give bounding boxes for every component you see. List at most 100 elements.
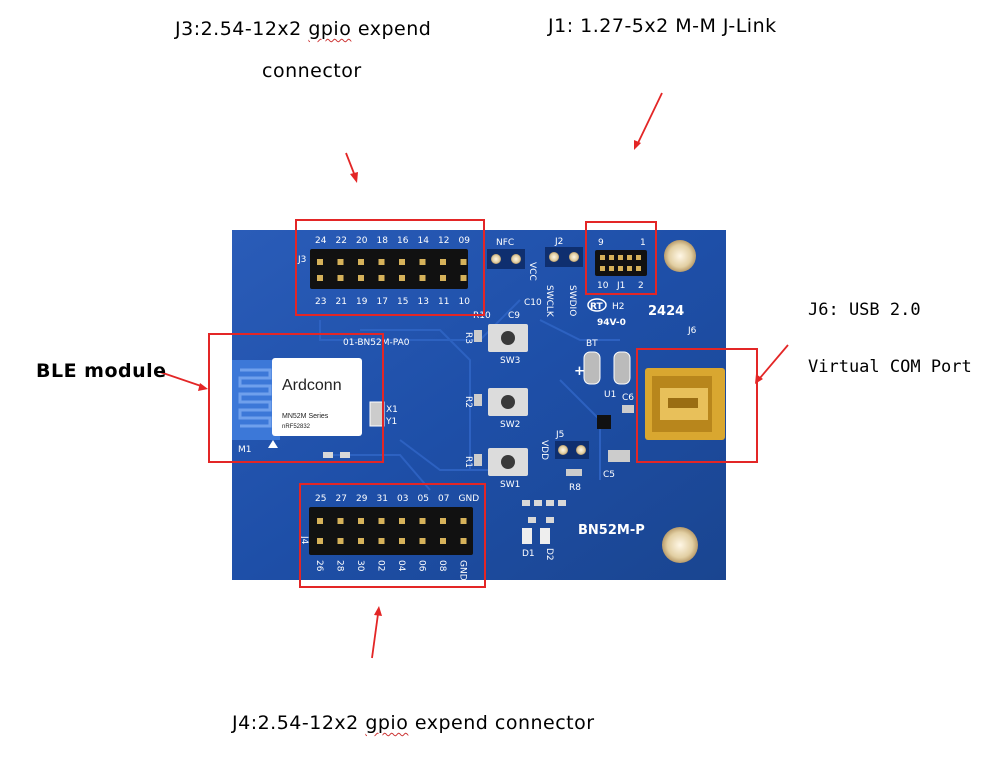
j4-top-pin-label: 25 [315, 494, 326, 504]
j1-pin [600, 255, 605, 260]
j6-callout-line1: J6: USB 2.0 [808, 300, 921, 320]
j3-callout-suffix: expend [351, 18, 432, 40]
j3-top-pin-label: 18 [377, 236, 389, 246]
manufacturer-marks: RT H2 94V-0 2424 J6 [587, 298, 697, 336]
j4-pin [460, 538, 467, 544]
j4-bottom-pin-label: 30 [355, 560, 365, 572]
j4-pin [399, 538, 405, 544]
highlight-boxes [208, 219, 758, 588]
j4-top-pin-label: 27 [336, 494, 347, 504]
j4-pin [460, 518, 467, 524]
j3-pin [358, 259, 364, 265]
j3-bottom-pin-label: 17 [377, 297, 388, 307]
j4-top-pin-label: 07 [438, 494, 449, 504]
svg-text:VDD: VDD [539, 440, 549, 460]
j1-jlink-connector: 9 1 10 J1 2 [595, 238, 647, 291]
sw3-resistor-label: R3 [463, 332, 473, 344]
sw1-label: SW1 [500, 480, 520, 490]
j3-pin [440, 259, 446, 265]
j1-arrow [634, 92, 663, 150]
sw3-label: SW3 [500, 356, 520, 366]
nfc-label: NFC [496, 238, 514, 248]
mounting-hole-top [664, 240, 696, 272]
j3-top-pin-label: 20 [356, 236, 368, 246]
v0-label: 94V-0 [597, 318, 626, 328]
j4-bottom-pin-label: 08 [437, 560, 447, 572]
j3-top-pin-label: 22 [336, 236, 347, 246]
j4-pin [337, 538, 344, 544]
j3-bottom-pin-label: 23 [315, 297, 326, 307]
j4-top-pin-label: 31 [377, 494, 388, 504]
j4-top-pin-label: 29 [356, 494, 368, 504]
j3-bottom-pin-label: 19 [356, 297, 368, 307]
j3-top-pin-label: 12 [438, 236, 449, 246]
j6-highlight-box [636, 348, 758, 463]
x1-label: X1 [386, 405, 398, 415]
j1-silk-label: J1 [616, 281, 625, 291]
j3-callout-gpio: gpio [308, 18, 352, 40]
j3-pin [337, 259, 344, 265]
j3-pin [378, 259, 385, 265]
j4-pin [419, 518, 426, 524]
j6-callout-line2: Virtual COM Port [808, 357, 972, 377]
j3-callout-prefix: J3:2.54-12x2 [175, 18, 309, 40]
j3-pin [358, 275, 364, 281]
j3-top-pin-label: 09 [459, 236, 471, 246]
j6-silk-label: J6 [687, 326, 697, 336]
j4-pin [317, 518, 323, 524]
antenna-trace [238, 368, 272, 428]
j4-bottom-pin-label: 02 [376, 560, 386, 571]
vcc-label: VCC [527, 262, 537, 281]
j4-callout-prefix: J4:2.54-12x2 [232, 712, 366, 734]
y1-label: Y1 [385, 417, 397, 427]
ble-arrow [159, 371, 208, 391]
j1-pin [600, 266, 605, 271]
j3-pin [460, 275, 467, 281]
j1-pin [627, 255, 632, 260]
h2-label: H2 [612, 302, 625, 312]
j4-silk-label: J4 [299, 535, 309, 545]
j1-pin [618, 255, 623, 260]
c9-label: C9 [508, 311, 520, 321]
j4-callout: J4:2.54-12x2 gpio expend connector [232, 712, 595, 734]
ble-callout: BLE module [36, 360, 167, 382]
j4-bottom-pin-label: 06 [417, 560, 427, 572]
j4-pin [419, 538, 426, 544]
j1-pin [609, 266, 614, 271]
svg-text:+: + [574, 364, 585, 379]
j3-bottom-pin-label: 10 [459, 297, 471, 307]
j3-bottom-pin-label: 13 [418, 297, 429, 307]
r8-label: R8 [569, 483, 581, 493]
module-brand: Ardconn [282, 377, 342, 394]
j3-silk-label: J3 [297, 255, 306, 265]
sw2-label: SW2 [500, 420, 520, 430]
j4-bottom-pin-label: 04 [396, 560, 406, 572]
j4-top-pin-label: 03 [397, 494, 408, 504]
module-chip: nRF52832 [282, 424, 311, 430]
j3-callout-line2: connector [262, 60, 362, 82]
j3-bottom-pin-label: 11 [438, 297, 449, 307]
j3-pin [399, 259, 405, 265]
leds: D1 D2 [522, 528, 554, 561]
j4-callout-suffix: expend connector [408, 712, 595, 734]
j4-pin [337, 518, 344, 524]
rt-logo: RT [590, 302, 604, 312]
c6-label: C6 [622, 393, 634, 403]
date-code: 2424 [648, 304, 684, 319]
c10-label: C10 [524, 298, 542, 308]
d1-label: D1 [522, 549, 535, 559]
j4-pin [317, 538, 323, 544]
j4-top-pin-label: GND [459, 494, 480, 504]
sw1-resistor-label: R1 [463, 456, 473, 468]
ble-highlight-box [208, 333, 384, 463]
j1-pin9: 9 [598, 238, 604, 248]
j1-pin [627, 266, 632, 271]
j4-pin [358, 538, 364, 544]
j4-pin [440, 518, 446, 524]
small-components [323, 452, 566, 523]
